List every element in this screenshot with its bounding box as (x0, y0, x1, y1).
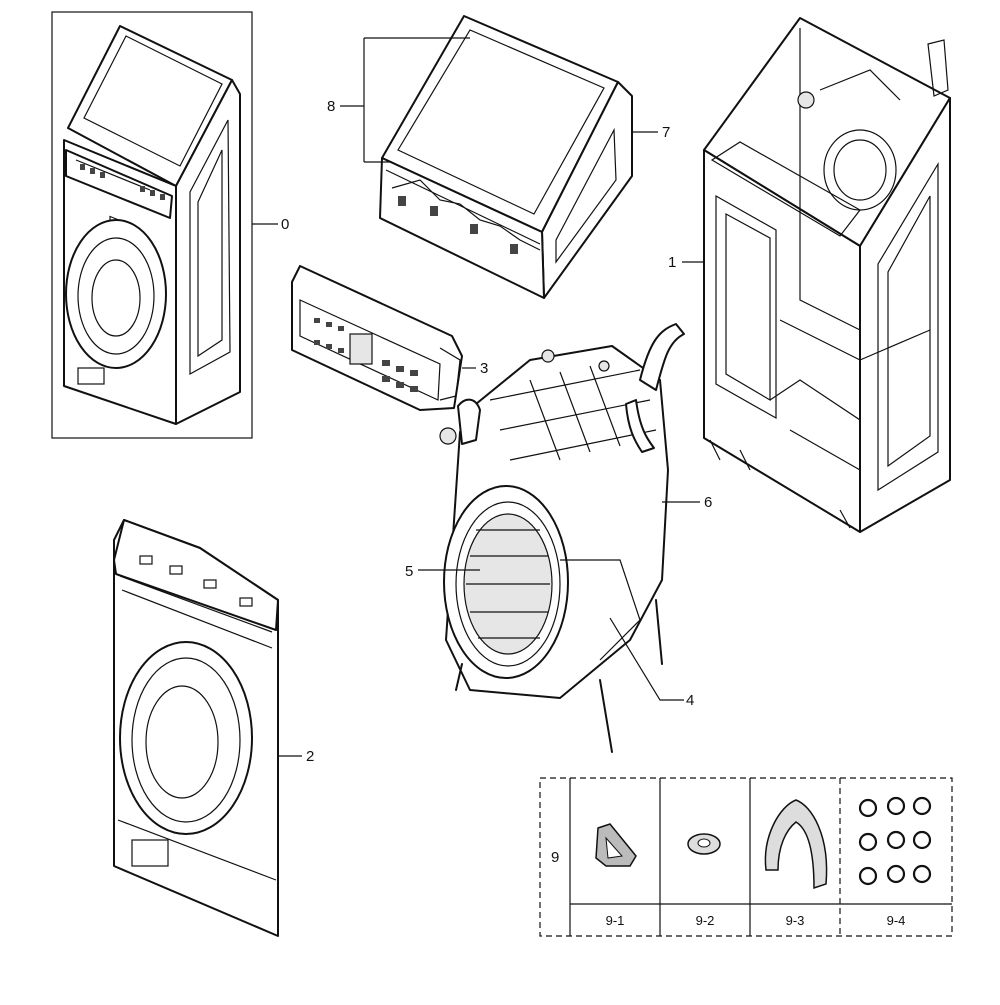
leader-8 (340, 37, 470, 163)
washer-ring-icon (687, 833, 721, 855)
callout-labels: 0 1 2 3 4 5 6 7 8 (281, 98, 712, 765)
clamp-set-icon (858, 796, 932, 886)
accessory-label-9-2: 9-2 (696, 913, 715, 928)
accessory-label-9-4: 9-4 (887, 913, 906, 928)
callout-3: 3 (480, 360, 488, 377)
accessory-label-9-3: 9-3 (786, 913, 805, 928)
leader-4 (609, 617, 684, 701)
part-0-frame (51, 11, 253, 439)
part-4-tub-rear (560, 559, 641, 661)
part-2-front-panel (113, 519, 279, 937)
callout-4: 4 (686, 692, 694, 709)
accessory-label-9-1: 9-1 (606, 913, 625, 928)
callout-1: 1 (668, 254, 676, 271)
accessory-group-label: 9 (551, 849, 559, 866)
callout-2: 2 (306, 748, 314, 765)
hose-guide-icon (764, 799, 828, 890)
callout-0: 0 (281, 216, 289, 233)
leader-lines (252, 37, 704, 757)
callout-6: 6 (704, 494, 712, 511)
callout-8: 8 (327, 98, 335, 115)
callout-7: 7 (662, 124, 670, 141)
callout-5: 5 (405, 563, 413, 580)
accessory-table-border (539, 777, 953, 937)
part-8-top-cover-frame (385, 169, 541, 254)
part-7-top-cover (379, 15, 633, 299)
part-3-control-panel (291, 265, 463, 411)
triangle-bracket-icon (595, 823, 637, 867)
accessory-table: 9 9-1 9-2 9-3 9-4 (539, 777, 953, 937)
part-1-cabinet-frame (703, 17, 951, 533)
part-0-complete-washer (51, 11, 253, 439)
part-5-drum-front (443, 485, 569, 679)
